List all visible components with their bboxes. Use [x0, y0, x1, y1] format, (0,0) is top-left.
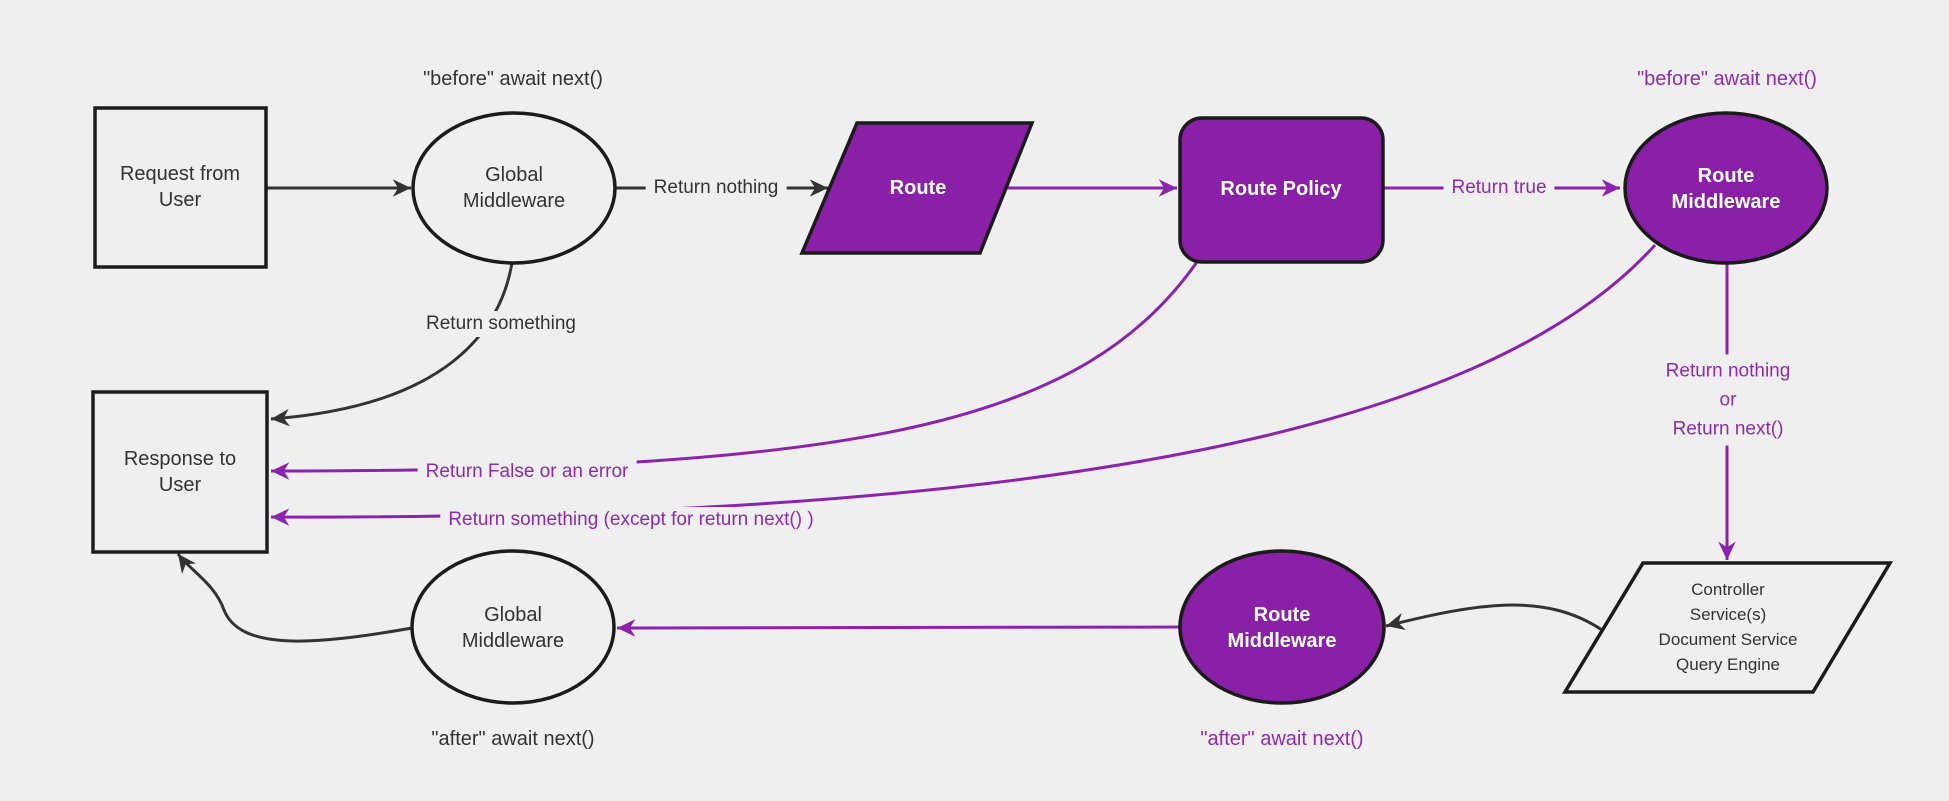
- route-node: [799, 121, 1035, 255]
- edge-route-middleware-bottom-to-global-middleware: [616, 619, 1181, 637]
- global-middleware-bottom-node: [410, 549, 616, 705]
- route-policy-node: [1178, 116, 1385, 264]
- node-shapes: [91, 106, 1894, 705]
- edge-global-middleware-bottom-to-response: [176, 553, 413, 643]
- edge-route-middleware-to-response: [270, 243, 1657, 526]
- route-middleware-bottom-node: [1178, 549, 1386, 705]
- edge-global-middleware-to-response: [270, 262, 514, 427]
- edges: [176, 179, 1736, 643]
- global-middleware-top-node: [411, 111, 617, 265]
- edge-services-to-route-middleware-bottom: [1385, 603, 1603, 632]
- request-node: [93, 106, 268, 269]
- services-node: [1561, 561, 1894, 694]
- edge-route-policy-to-response: [270, 258, 1201, 480]
- response-node: [91, 390, 269, 554]
- route-middleware-top-node: [1623, 111, 1829, 265]
